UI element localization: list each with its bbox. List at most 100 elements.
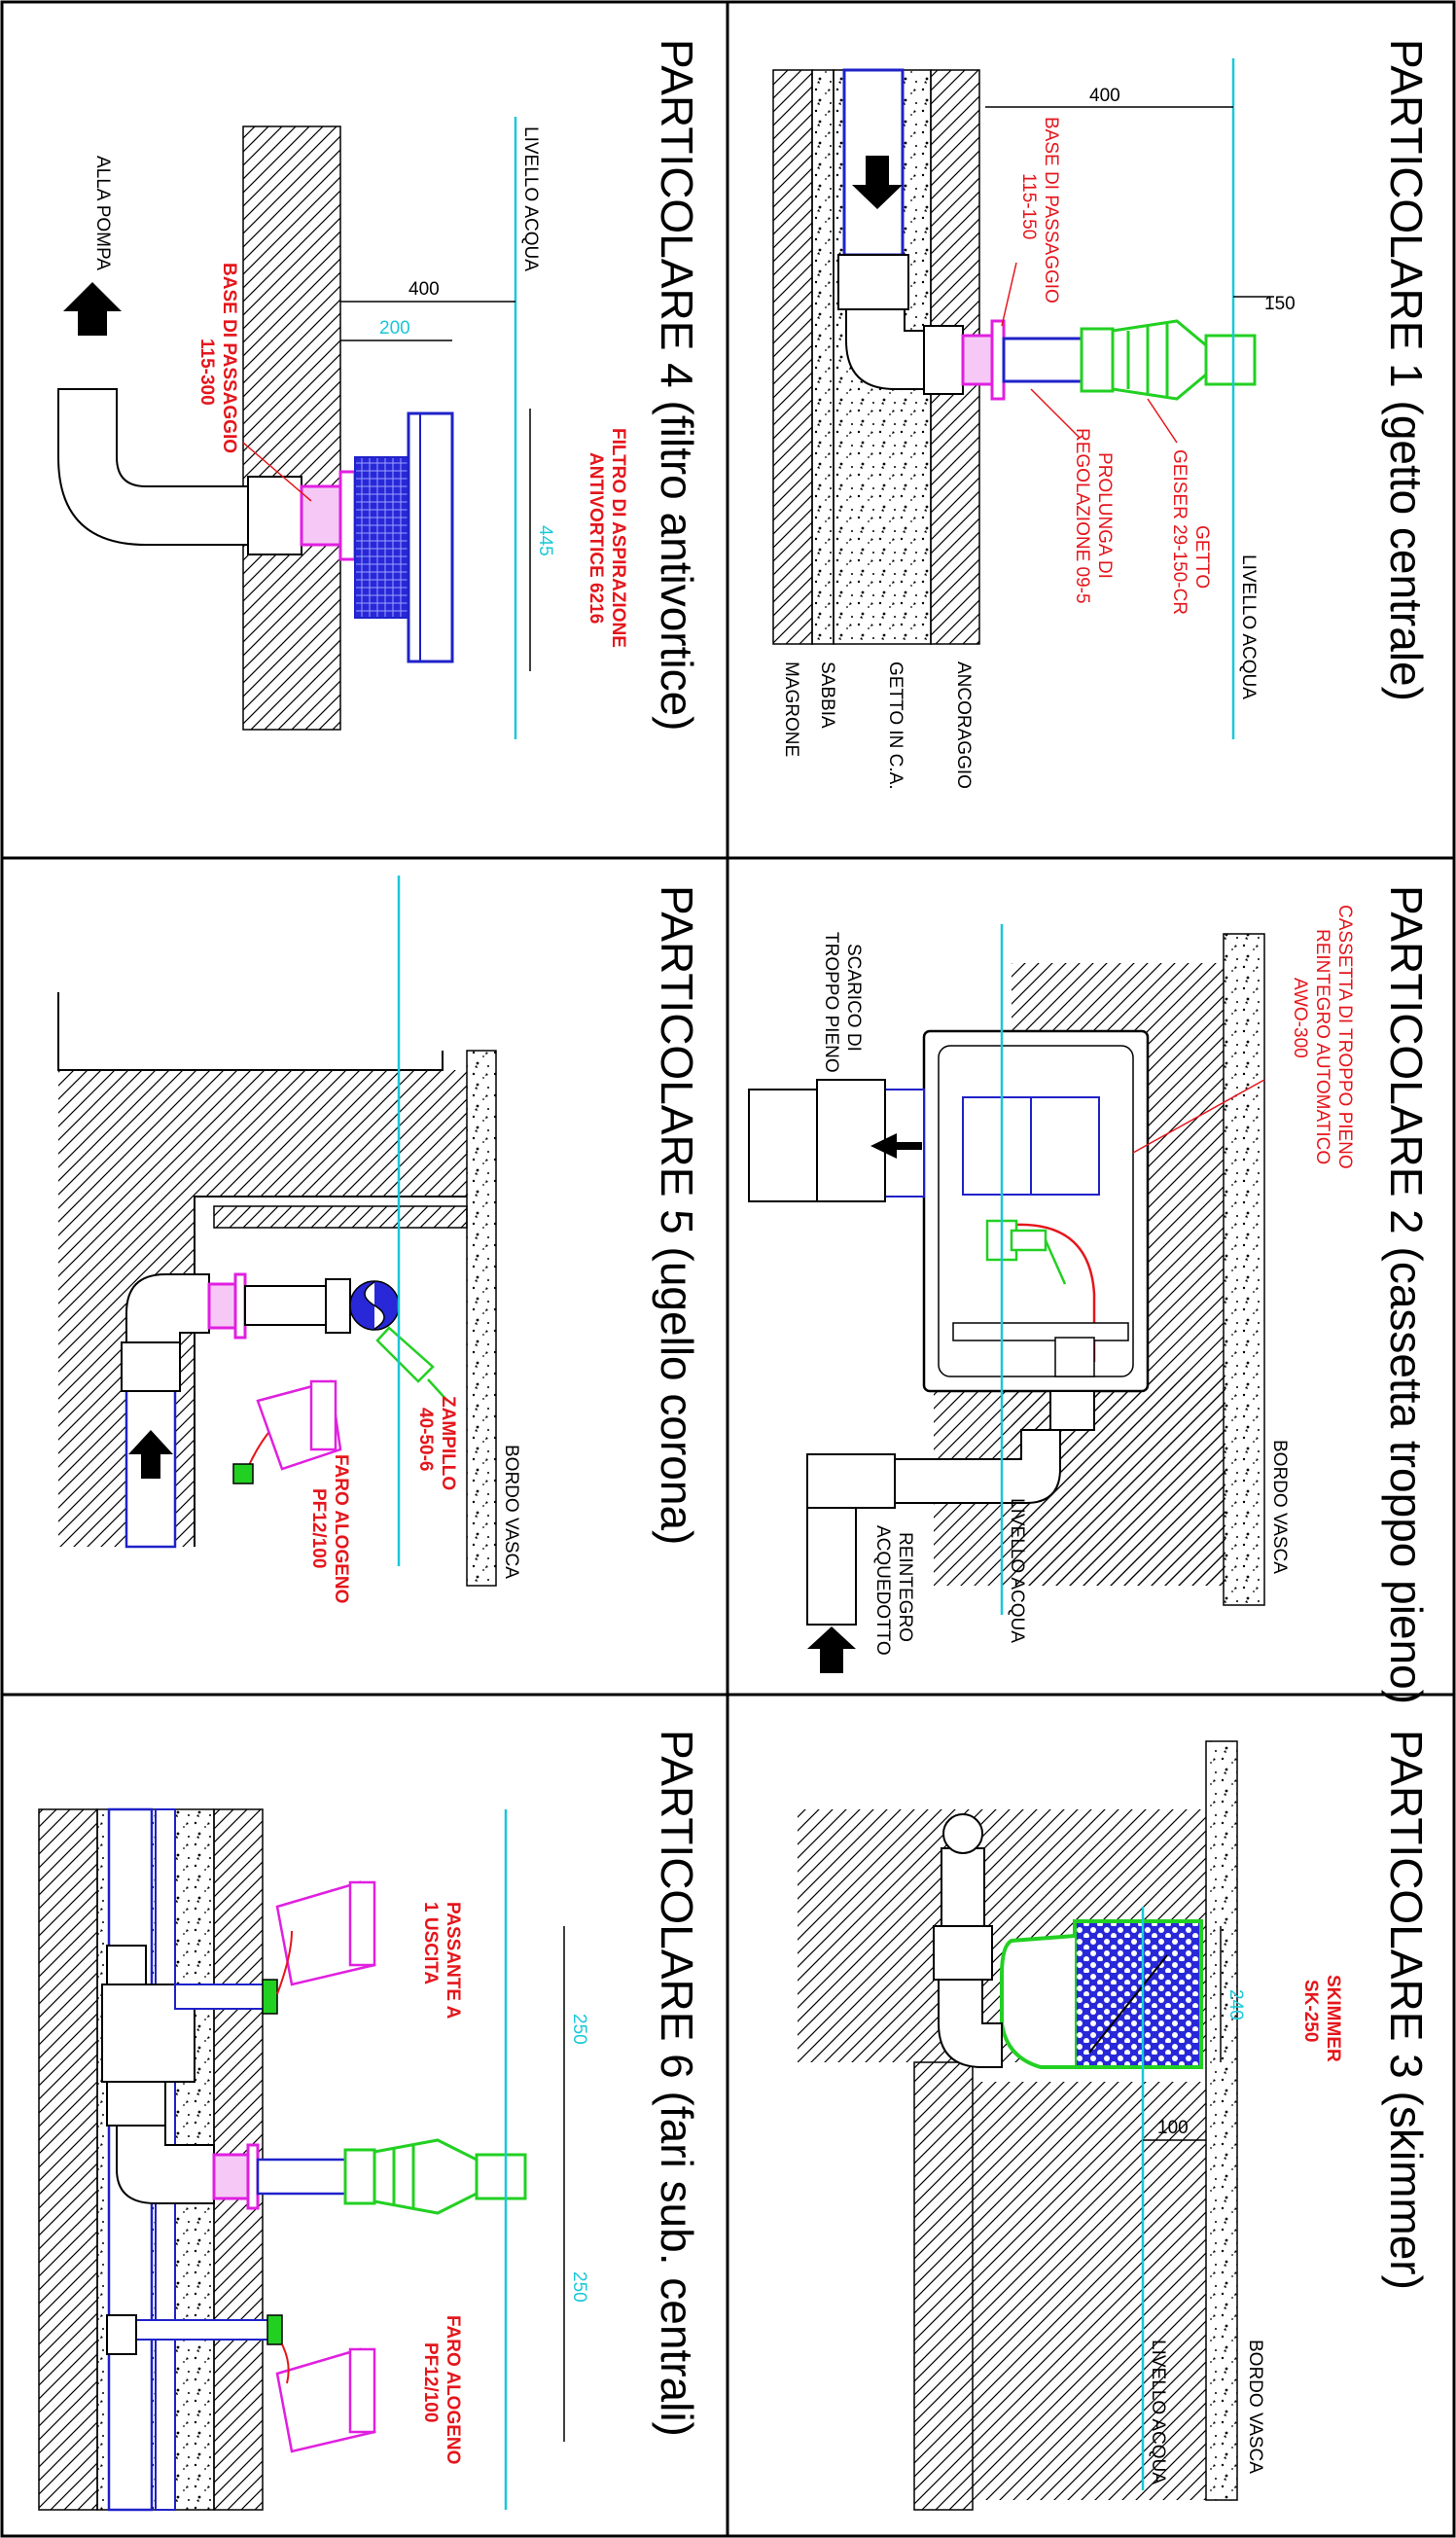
panel-4-title: PARTICOLARE 4 (filtro antivortice)	[652, 39, 702, 732]
p6-faro-top	[275, 1880, 376, 1986]
p4-filter-cap	[407, 411, 454, 663]
p2-overflow-arrow	[870, 1133, 922, 1159]
p1-getto-label-1: GETTO	[1191, 525, 1212, 589]
p6-base-flange	[246, 2143, 260, 2210]
panel-5-title: PARTICOLARE 5 (ugello corona)	[652, 885, 702, 1545]
p4-base-label-1: BASE DI PASSAGGIO	[219, 263, 239, 453]
p6-union-low	[106, 2081, 166, 2127]
p4-base-passaggio	[300, 484, 347, 547]
panel-4-filtro-antivortice: PARTICOLARE 4 (filtro antivortice) LIVEL…	[57, 39, 702, 739]
p4-dim-200: 200	[379, 318, 410, 339]
p2-red-pipe	[1001, 1223, 1096, 1362]
p6-elbow	[116, 2125, 215, 2204]
p2-overflow-fitting	[816, 1079, 886, 1202]
p3-elbow	[938, 1979, 1003, 2068]
p1-base-leader	[1001, 262, 1017, 327]
p6-passante-label-2: 1 USCITA	[420, 1902, 441, 1984]
p5-nozzle	[375, 1326, 448, 1402]
p3-skimmer-label-2: SK-250	[1300, 1980, 1321, 2042]
p2-cassetta-label-2: REINTEGRO AUTOMATICO	[1312, 929, 1332, 1164]
p5-ball-joint-swirl	[364, 1281, 385, 1330]
p6-faro-bottom	[275, 2347, 376, 2453]
p3-bordo-label: BORDO VASCA	[1245, 2340, 1265, 2474]
p5-elbow	[125, 1273, 210, 1343]
p3-pipe-union	[933, 1925, 993, 1981]
p5-rim-concrete	[466, 1050, 497, 1587]
p1-layer-ancoraggio: ANCORAGGIO	[953, 661, 974, 789]
panel-3-skimmer: PARTICOLARE 3 (skimmer) LIVELLO ACQUA BO…	[798, 1730, 1432, 2511]
p4-dim-400: 400	[408, 279, 440, 300]
p3-skimmer-basket	[1073, 1919, 1203, 2069]
p1-union	[837, 254, 909, 310]
p5-extension	[244, 1285, 334, 1326]
p2-valve-block	[1054, 1337, 1095, 1377]
panel-2-title: PARTICOLARE 2 (cassetta troppo pieno)	[1381, 885, 1432, 1704]
p6-hatched-left	[38, 1808, 98, 2511]
p6-passante-nut	[262, 1979, 278, 2015]
panel-5-ugello-corona: PARTICOLARE 5 (ugello corona)	[57, 876, 702, 1603]
p1-prolunga-label-2: REGOLAZIONE 09-5	[1072, 428, 1092, 604]
p4-wall	[242, 125, 341, 731]
p3-pipe-clamp	[942, 1813, 983, 1854]
p1-layer-getto: GETTO IN C.A.	[885, 661, 906, 790]
p3-wall-step	[913, 2061, 974, 2511]
p4-filtro-label-1: FILTRO DI ASPIRAZIONE	[608, 428, 628, 648]
p2-bordo-label: BORDO VASCA	[1269, 1440, 1290, 1574]
p1-coupling	[923, 325, 964, 395]
p5-base	[207, 1282, 240, 1330]
panel-2-cassetta-troppo-pieno: PARTICOLARE 2 (cassetta troppo pieno)	[748, 885, 1432, 1704]
panel-6-title: PARTICOLARE 6 (fari sub. centrali)	[652, 1730, 702, 2437]
p6-base	[212, 2153, 255, 2200]
p2-reintegro-label-1: REINTEGRO	[895, 1532, 915, 1642]
p5-hatched-ground	[58, 1070, 467, 1197]
p4-water-label: LIVELLO ACQUA	[520, 126, 541, 271]
p1-sand-layer	[811, 69, 835, 645]
p5-zampillo-label-1: ZAMPILLO	[438, 1396, 458, 1490]
p6-union-top	[106, 1945, 147, 1985]
p5-faro-label-2: PF12/100	[308, 1488, 329, 1568]
p2-reintegro-label-2: ACQUEDOTTO	[872, 1525, 893, 1656]
p5-base-flange	[233, 1272, 247, 1340]
p6-lower-union	[106, 2314, 137, 2355]
p2-cassetta-label-3: AWO-300	[1290, 978, 1310, 1058]
p1-base-flange	[990, 319, 1006, 401]
p5-step-line	[194, 1196, 467, 1547]
p3-wall-upper	[973, 2082, 1206, 2500]
p1-prolunga	[1002, 337, 1083, 383]
p1-geiser-jet	[1080, 319, 1257, 401]
p6-cable-bottom	[281, 2343, 290, 2384]
p2-refill-arrow	[807, 1626, 856, 1673]
p4-union	[247, 476, 302, 555]
p6-passante-stub	[174, 1984, 268, 2010]
p1-base-label-2: 115-150	[1018, 173, 1039, 239]
p6-dim-250a: 250	[569, 2014, 589, 2045]
p2-refill-elbow	[894, 1429, 1061, 1504]
p4-suction-elbow	[57, 388, 259, 546]
p6-jet	[343, 2138, 527, 2215]
p3-skimmer-label-1: SKIMMER	[1323, 1975, 1343, 2062]
p6-passante-label-1: PASSANTE A	[443, 1902, 463, 2020]
p4-base-label-2: 115-300	[196, 339, 217, 406]
p3-water-label: LIVELLO ACQUA	[1148, 2340, 1168, 2484]
p5-flow-arrow	[128, 1430, 173, 1479]
p2-refill-coupling	[1049, 1390, 1095, 1431]
p2-cassetta-leader	[1132, 1079, 1265, 1154]
p4-pompa-arrow	[63, 282, 122, 336]
panel-6-fari-sub-centrali: PARTICOLARE 6 (fari sub. centrali)	[38, 1730, 702, 2512]
p4-filtro-label-2: ANTIVORTICE 6216	[586, 452, 606, 624]
p3-dim-240: 240	[1225, 1989, 1246, 2020]
p2-cassetta-label-1: CASSETTA DI TROPPO PIENO	[1334, 905, 1355, 1169]
p4-pompa-label: ALLA POMPA	[92, 156, 113, 270]
p6-lower-nut	[266, 2314, 283, 2345]
panel-1-title: PARTICOLARE 1 (getto centrale)	[1381, 39, 1432, 701]
p5-bordo-label: BORDO VASCA	[501, 1445, 521, 1579]
p3-skimmer-throat	[1000, 1934, 1076, 2069]
p2-rim-concrete	[1223, 933, 1265, 1606]
p6-faro-label-2: PF12/100	[420, 2342, 441, 2422]
p1-getto-leader	[1147, 398, 1178, 444]
panel-1-getto-centrale: PARTICOLARE 1 (getto centrale) LIVELLO A…	[772, 39, 1432, 790]
p5-zampillo-label-2: 40-50-6	[415, 1408, 436, 1472]
